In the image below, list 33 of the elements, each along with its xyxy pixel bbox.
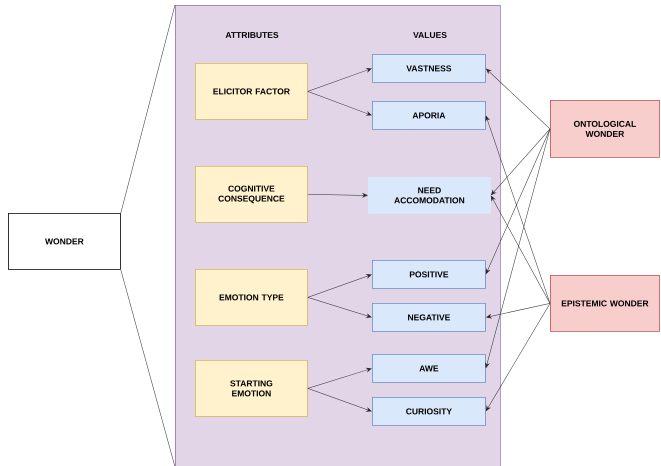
attribute-box: ELICITOR FACTOR (195, 63, 308, 120)
wonder-box: WONDER (8, 213, 121, 270)
attribute-box: COGNITIVE CONSEQUENCE (195, 166, 308, 223)
value-box: AWE (372, 354, 486, 383)
value-box: APORIA (372, 101, 486, 130)
arrow (486, 68, 550, 130)
arrow (308, 193, 368, 198)
arrow (308, 388, 372, 412)
value-box: NEGATIVE (372, 303, 486, 332)
arrow (486, 303, 550, 412)
arrow (485, 128, 550, 368)
value-box: CURIOSITY (372, 397, 486, 426)
arrow (491, 128, 550, 196)
connecting-line (120, 4, 176, 214)
wonder-type-box: EPISTEMIC WONDER (550, 275, 660, 332)
attribute-box: EMOTION TYPE (195, 269, 308, 326)
arrow (308, 68, 372, 92)
arrow (308, 297, 372, 318)
arrow (308, 274, 372, 298)
arrow (486, 303, 550, 318)
arrow (308, 368, 372, 389)
arrow (485, 116, 550, 304)
wonder-type-box: ONTOLOGICAL WONDER (550, 100, 660, 158)
value-box: NEED ACCOMODATION (368, 177, 491, 214)
connecting-line (120, 270, 176, 466)
value-box: POSITIVE (372, 260, 486, 289)
column-heading: ATTRIBUTES (226, 32, 278, 38)
arrow (486, 128, 550, 274)
value-box: VASTNESS (372, 54, 486, 83)
arrow (308, 91, 372, 116)
column-heading: VALUES (413, 32, 447, 38)
arrow (490, 196, 550, 304)
attribute-box: STARTING EMOTION (195, 360, 308, 417)
